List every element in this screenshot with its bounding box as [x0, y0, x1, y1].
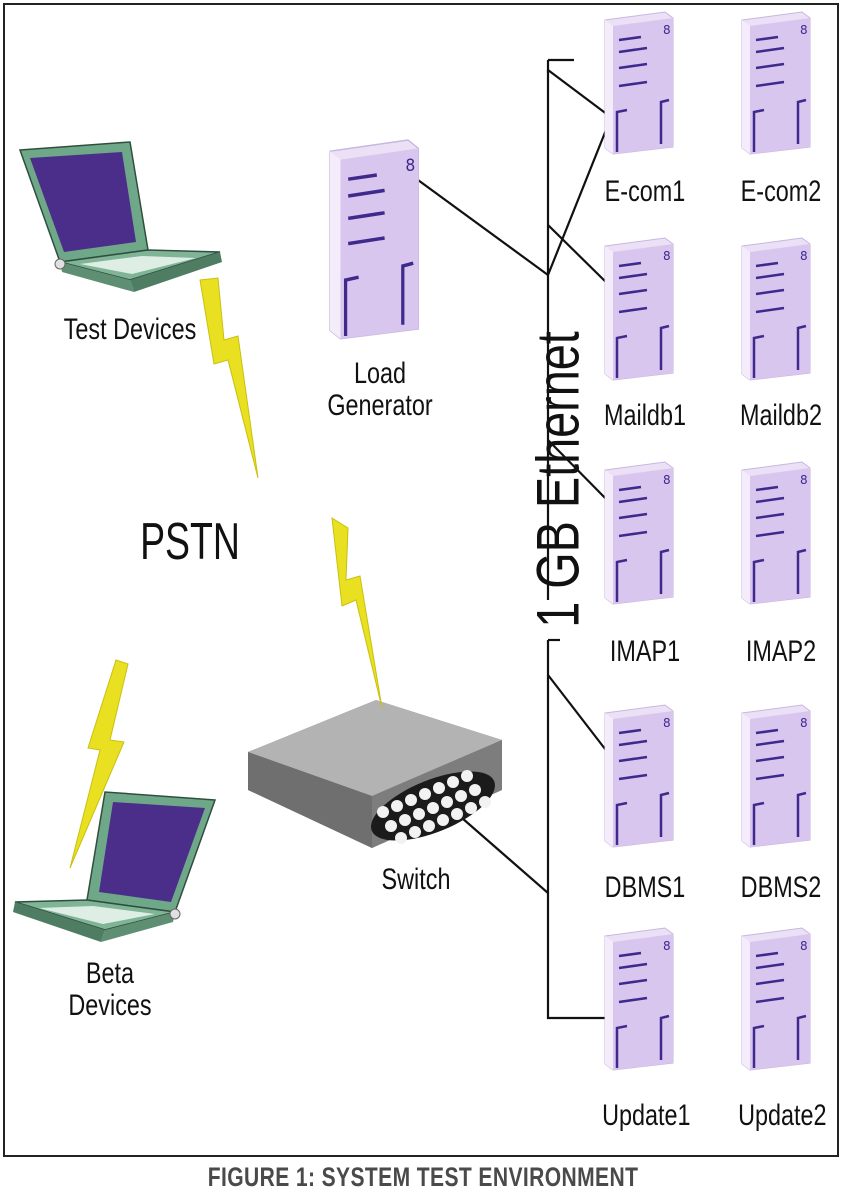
- pstn-label: PSTN: [140, 513, 240, 571]
- server-label: Update1: [602, 1099, 691, 1132]
- server-column-right: [740, 10, 812, 1072]
- ethernet-connections: [417, 58, 613, 1020]
- beta-devices-label-line2: Devices: [68, 989, 152, 1022]
- figure-caption: FIGURE 1: SYSTEM TEST ENVIRONMENT: [0, 1162, 846, 1193]
- test-devices-label: Test Devices: [63, 313, 197, 346]
- server-label: E-com1: [604, 175, 686, 208]
- ethernet-label: 1 GB Ethernet: [524, 331, 592, 628]
- load-generator-label-line1: Load: [353, 357, 407, 390]
- trunk-bottom: [546, 640, 612, 1020]
- beta-devices-label-line1: Beta: [85, 957, 135, 990]
- server-label: IMAP1: [609, 635, 681, 668]
- figure-caption-text: FIGURE 1: SYSTEM TEST ENVIRONMENT: [207, 1162, 639, 1192]
- server-label: E-com2: [740, 175, 822, 208]
- trunk-top: [546, 70, 612, 276]
- server-label: DBMS2: [740, 871, 822, 904]
- switch-device: [248, 700, 502, 848]
- load-generator-label-line2: Generator: [327, 389, 433, 422]
- server-column-left: [603, 10, 675, 1072]
- server-label: Maildb1: [604, 399, 686, 432]
- beta-devices-laptop: [12, 791, 216, 943]
- lightning-bolt-icon: [69, 277, 383, 869]
- load-generator-tower: [328, 138, 421, 341]
- server-label: Update2: [738, 1099, 827, 1132]
- server-label: DBMS1: [604, 871, 686, 904]
- server-label: Maildb2: [740, 399, 822, 432]
- figure-frame: [3, 3, 839, 1157]
- server-label: IMAP2: [745, 635, 817, 668]
- switch-label: Switch: [381, 863, 451, 896]
- test-devices-laptop: [19, 141, 223, 293]
